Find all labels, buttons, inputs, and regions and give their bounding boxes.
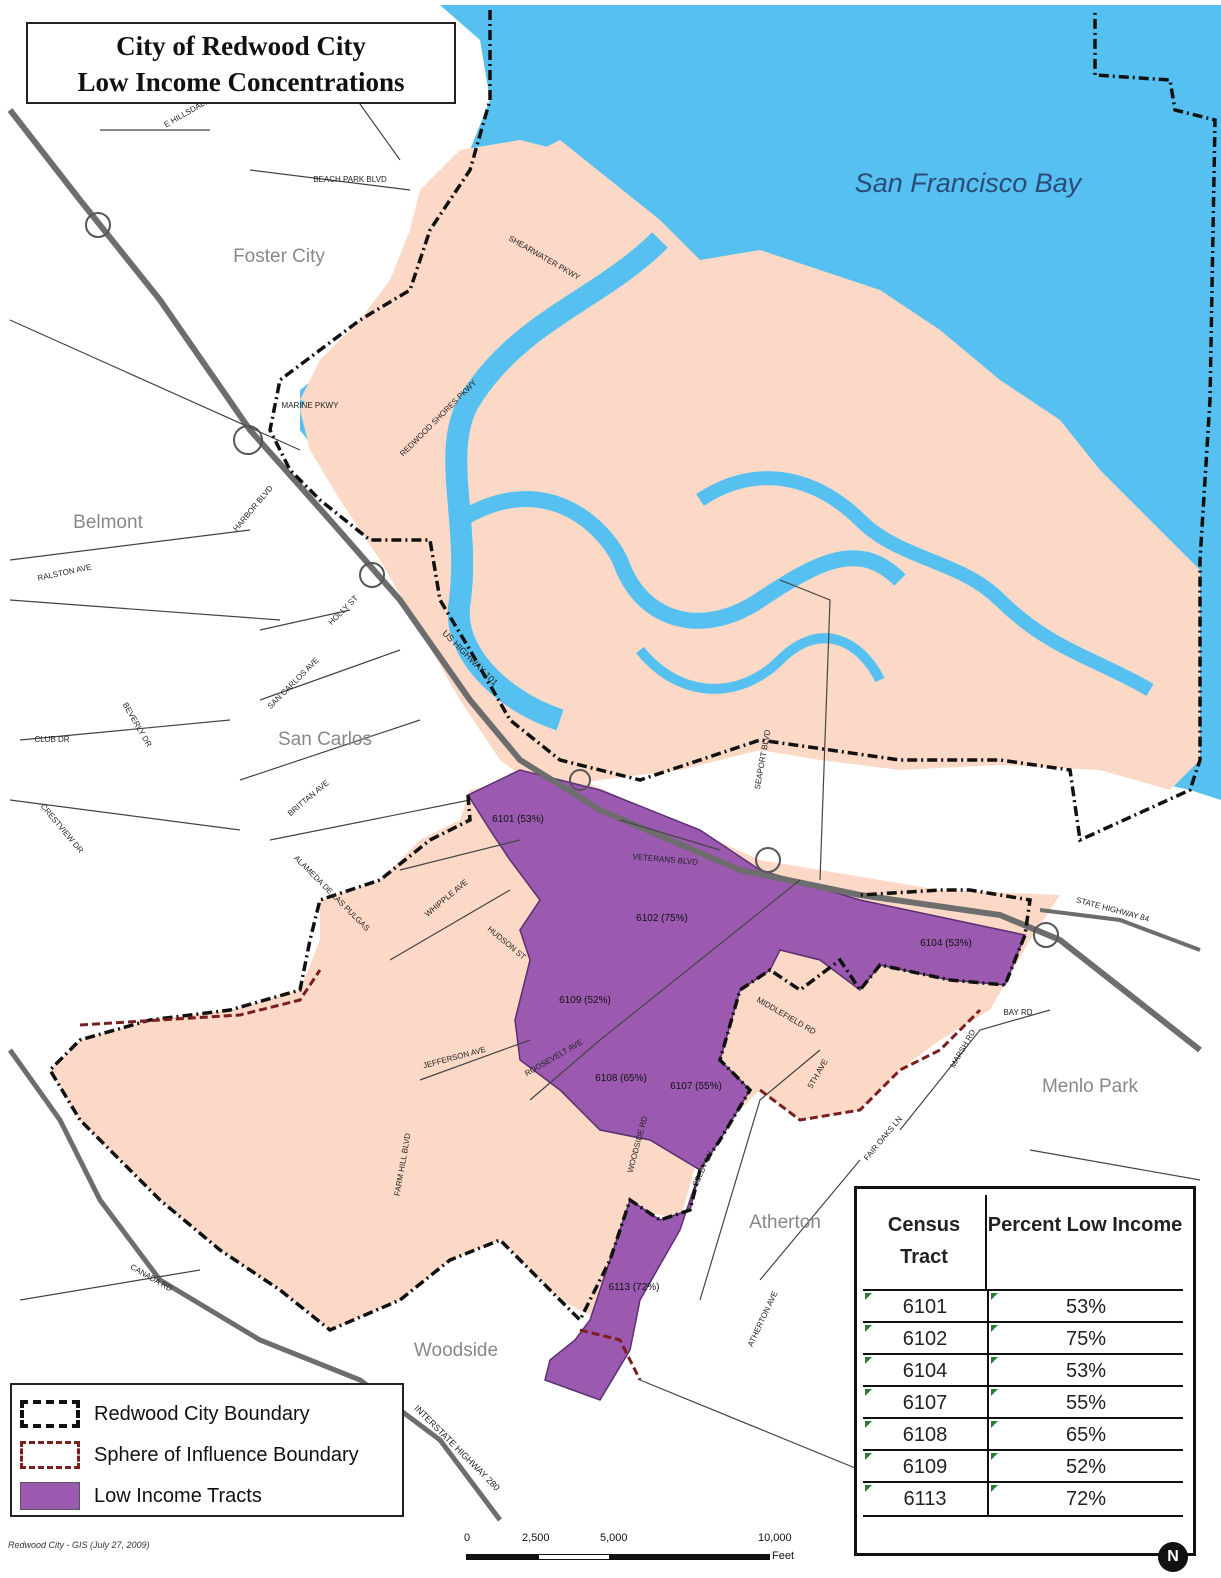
tract-label-6104: 6104 (53%)	[920, 938, 972, 949]
tract-cell: 6107	[902, 1392, 948, 1414]
redwood-city-boundary-south	[47, 794, 1032, 1333]
map-credit: Redwood City - GIS (July 27, 2009)	[8, 1540, 150, 1550]
table-row: 6102 75%	[863, 1321, 1183, 1355]
tract-label-6107: 6107 (55%)	[670, 1081, 722, 1092]
tract-cell: 6102	[902, 1328, 948, 1350]
legend-label: Low Income Tracts	[94, 1484, 262, 1507]
percent-cell: 65%	[1065, 1424, 1107, 1446]
table-row: 6104 53%	[863, 1353, 1183, 1387]
table-row: 6109 52%	[863, 1449, 1183, 1483]
map-legend: Redwood City Boundary Sphere of Influenc…	[10, 1383, 404, 1517]
road-label-fair-oaks: FAIR OAKS LN	[862, 1114, 904, 1162]
map-title-box: City of Redwood City Low Income Concentr…	[26, 22, 456, 104]
table-row: 6107 55%	[863, 1385, 1183, 1419]
percent-cell: 53%	[1065, 1360, 1107, 1382]
road-label-ralston-ave: RALSTON AVE	[37, 562, 93, 582]
tract-label-6113: 6113 (72%)	[609, 1282, 660, 1293]
table-row: 6101 53%	[863, 1289, 1183, 1323]
bay-label: San Francisco Bay	[855, 168, 1083, 198]
table-row: 6108 65%	[863, 1417, 1183, 1451]
scale-unit: Feet	[772, 1550, 795, 1562]
highway-84	[1039, 908, 1201, 952]
minor-roads	[9, 29, 1201, 1471]
low-income-swatch-icon	[20, 1482, 80, 1510]
tract-cell: 6108	[902, 1424, 948, 1446]
scale-label: 2,500	[522, 1532, 550, 1544]
legend-label: Redwood City Boundary	[94, 1402, 310, 1425]
sphere-of-influence-boundary-2	[759, 1008, 982, 1122]
scale-label: 10,000	[758, 1532, 792, 1544]
legend-label: Sphere of Influence Boundary	[94, 1443, 359, 1466]
scale-segment	[610, 1554, 770, 1560]
road-label-beverly-dr: BEVERLY DR	[121, 701, 154, 749]
foster-city-land	[300, 140, 580, 410]
road-label-marsh-rd: MARSH RD	[948, 1028, 977, 1070]
map-title-line1: City of Redwood City	[116, 31, 366, 61]
road-label-crestview-dr: CRESTVIEW DR	[39, 802, 85, 855]
sphere-swatch-icon	[20, 1441, 80, 1469]
road-label-atherton-ave: ATHERTON AVE	[746, 1290, 780, 1348]
tract-label-6102: 6102 (75%)	[636, 913, 688, 924]
tract-label-6101: 6101 (53%)	[492, 814, 544, 825]
road-label-brittan-ave: BRITTAN AVE	[286, 778, 331, 818]
table-header-percent: Percent Low Income	[987, 1214, 1183, 1236]
scale-label: 5,000	[600, 1532, 628, 1544]
scale-label: 0	[464, 1532, 471, 1544]
table-header-tract: Census Tract	[863, 1195, 987, 1289]
redwood-shores-land	[300, 140, 1200, 790]
scale-segment	[538, 1554, 610, 1560]
slough-4	[636, 633, 885, 694]
tract-label-6109: 6109 (52%)	[559, 995, 611, 1006]
north-arrow-icon: N	[1158, 1542, 1188, 1572]
interchanges	[85, 212, 1059, 948]
percent-cell: 72%	[1065, 1488, 1107, 1510]
place-label-woodside: Woodside	[414, 1340, 498, 1361]
boundary-swatch-icon	[20, 1400, 80, 1428]
legend-item-boundary: Redwood City Boundary	[20, 1399, 310, 1429]
place-label-belmont: Belmont	[73, 512, 143, 533]
road-label-san-carlos-ave: SAN CARLOS AVE	[266, 656, 321, 711]
legend-item-low-income: Low Income Tracts	[20, 1481, 262, 1511]
tract-cell: 6104	[902, 1360, 948, 1382]
place-label-foster-city: Foster City	[233, 246, 325, 267]
tract-label-6108: 6108 (65%)	[595, 1073, 647, 1084]
slough-3	[696, 471, 1154, 697]
percent-cell: 75%	[1065, 1328, 1107, 1350]
legend-item-sphere: Sphere of Influence Boundary	[20, 1440, 359, 1470]
road-label-beach-park-blvd: BEACH PARK BLVD	[313, 175, 387, 184]
interstate-280	[7, 1048, 502, 1522]
scale-segment	[466, 1554, 538, 1560]
slough-2	[455, 491, 906, 629]
place-label-atherton: Atherton	[749, 1212, 821, 1233]
place-label-san-carlos: San Carlos	[278, 729, 372, 750]
road-label-marine-pkwy: MARINE PKWY	[282, 401, 340, 410]
percent-cell: 53%	[1065, 1296, 1107, 1318]
sphere-of-influence-boundary	[79, 969, 322, 1027]
highway-101	[7, 108, 1202, 1053]
road-label-club-dr: CLUB DR	[34, 735, 69, 744]
road-label-i280: INTERSTATE HIGHWAY 280	[412, 1403, 501, 1492]
percent-cell: 55%	[1065, 1392, 1107, 1414]
redwood-city-boundary	[268, 10, 1217, 843]
percent-cell: 52%	[1065, 1456, 1107, 1478]
road-label-bay-rd: BAY RD	[1003, 1008, 1032, 1017]
tract-cell: 6109	[902, 1456, 948, 1478]
tract-cell: 6113	[903, 1488, 947, 1510]
sphere-of-influence-boundary-3	[579, 1328, 642, 1381]
scale-bar: 0 2,500 5,000 10,000 Feet	[460, 1532, 820, 1578]
census-tract-table: Census Tract Percent Low Income 6101 53%…	[854, 1186, 1196, 1556]
tract-cell: 6101	[902, 1296, 948, 1318]
map-title-line2: Low Income Concentrations	[77, 67, 405, 97]
road-label-harbor-blvd: HARBOR BLVD	[231, 484, 275, 533]
table-row: 6113 72%	[863, 1481, 1183, 1517]
road-label-holly-st: HOLLY ST	[327, 594, 360, 627]
place-label-menlo-park: Menlo Park	[1042, 1076, 1139, 1097]
